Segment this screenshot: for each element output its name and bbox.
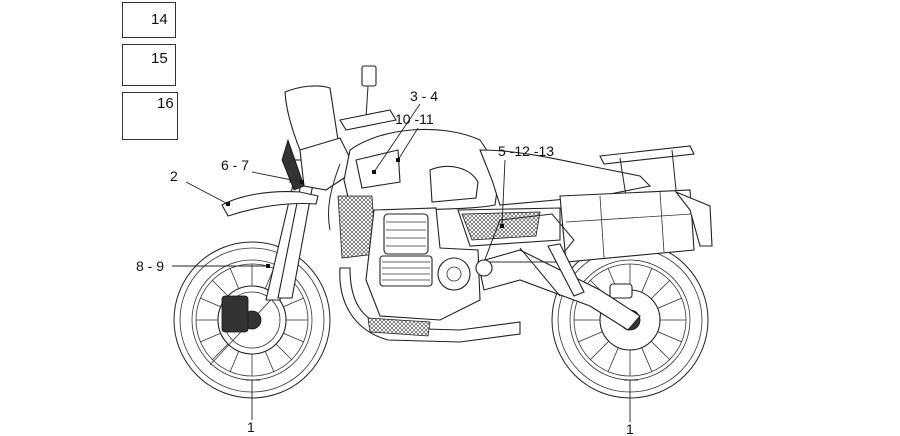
callout-5-12-13: 5 -12 -13 [498, 143, 554, 159]
windscreen [284, 85, 339, 151]
front-wheel [173, 241, 331, 399]
rear-shock [547, 243, 585, 297]
ref-box-label: 16 [157, 95, 174, 112]
swingarm [477, 249, 641, 331]
ref-box-14: 14 [122, 2, 176, 38]
ref-box-15: 15 [122, 44, 176, 86]
callout-8-9: 8 - 9 [136, 258, 164, 274]
callout-3-4: 3 - 4 [410, 88, 438, 104]
seat [479, 149, 652, 206]
callout-1-rear: 1 [626, 421, 634, 436]
exhaust [339, 267, 521, 343]
tail-bracket [674, 190, 713, 247]
luggage-rack [599, 145, 695, 165]
leader-lines [172, 103, 631, 422]
ref-box-16: 16 [122, 92, 178, 140]
callout-2: 2 [170, 168, 178, 184]
callout-10-11: 10 -11 [395, 111, 434, 127]
handlebar [339, 109, 397, 131]
callout-1-front: 1 [247, 419, 255, 435]
callout-6-7: 6 - 7 [221, 157, 249, 173]
ref-box-label: 15 [151, 50, 168, 67]
ref-box-label: 14 [151, 11, 168, 28]
mirror [361, 65, 377, 119]
pannier [559, 189, 695, 263]
front-fender [221, 191, 319, 217]
engine [365, 207, 481, 321]
